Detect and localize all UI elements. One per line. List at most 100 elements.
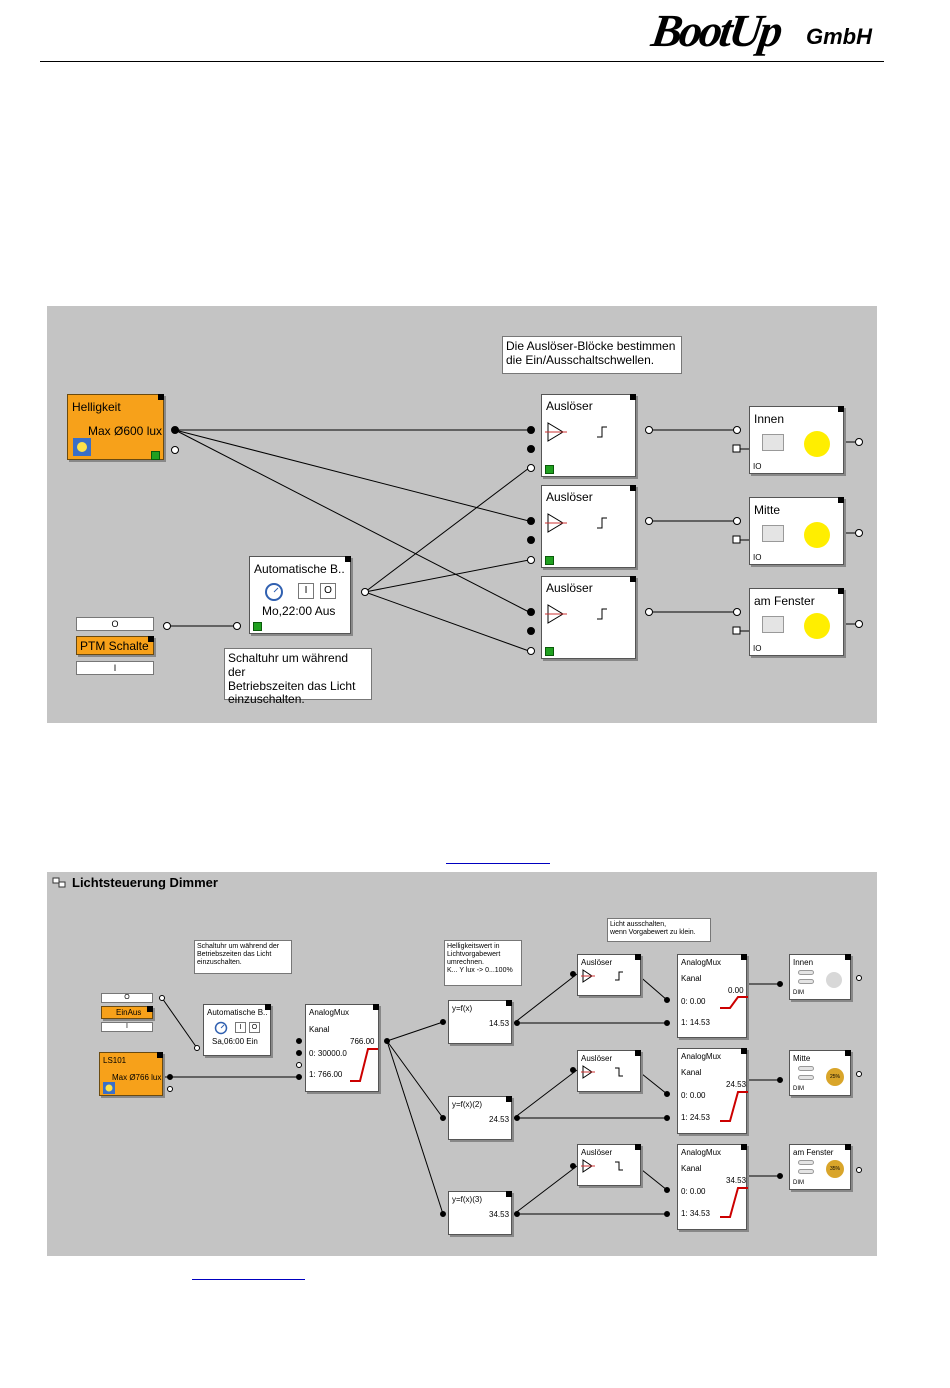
note-switch-off: Licht ausschalten, wenn Vorgabewert zu k… xyxy=(607,918,711,942)
dim-tag: DIM xyxy=(793,1086,804,1092)
block-title: am Fenster xyxy=(793,1148,834,1157)
status-ok-icon xyxy=(545,556,554,565)
block-corner xyxy=(741,1048,747,1054)
block-corner xyxy=(635,1050,641,1056)
switch-off-button[interactable]: O xyxy=(101,993,153,1003)
toggle-button[interactable] xyxy=(762,434,784,451)
dim-down-button[interactable] xyxy=(798,1169,814,1174)
note-line: Lichtvorgabewert xyxy=(447,951,501,959)
block-corner xyxy=(630,394,636,400)
block-corner xyxy=(635,954,641,960)
note-brightness: Helligkeitswert in Lichtvorgabewert umre… xyxy=(444,940,522,986)
dimmer-block-innen[interactable]: Innen DIM xyxy=(789,954,851,1000)
trigger-block-1[interactable]: Auslöser xyxy=(577,954,641,996)
block-corner xyxy=(845,1144,851,1150)
note-line: Helligkeitswert in xyxy=(447,943,500,950)
block-title: Auslöser xyxy=(546,490,593,504)
block-corner xyxy=(373,1004,379,1010)
brightness-value: Max Ø766 lux xyxy=(112,1073,162,1082)
timer-block[interactable]: Automatische B.. I O Sa,06:00 Ein xyxy=(203,1004,271,1056)
lamp-block-mitte[interactable]: Mitte IO xyxy=(749,497,844,565)
analog-mux-block-1[interactable]: AnalogMux Kanal 0.00 0: 0.00 1: 14.53 xyxy=(677,954,748,1038)
dim-down-button[interactable] xyxy=(798,1075,814,1080)
analog-mux-block-main[interactable]: AnalogMux Kanal 766.00 0: 30000.0 1: 766… xyxy=(305,1004,379,1092)
timer-on-button[interactable]: I xyxy=(298,583,314,599)
timer-off-button[interactable]: O xyxy=(249,1022,260,1033)
ls101-sensor-block[interactable]: LS101 Max Ø766 lux xyxy=(99,1052,163,1096)
block-corner xyxy=(345,556,351,562)
toggle-button[interactable] xyxy=(762,616,784,633)
analog-mux-block-3[interactable]: AnalogMux Kanal 34.53 0: 0.00 1: 34.53 xyxy=(677,1144,748,1230)
note-line: einzuschalten. xyxy=(197,959,242,967)
switch-on-button[interactable]: I xyxy=(101,1022,153,1032)
lamp-off-icon xyxy=(826,972,842,988)
block-title: EinAus xyxy=(116,1008,142,1017)
block-title: Automatische B.. xyxy=(254,562,345,576)
timer-block[interactable]: Automatische B.. I O Mo,22:00 Aus xyxy=(249,556,351,634)
note-line: K... Y lux -> 0...100% xyxy=(447,967,513,975)
block-corner xyxy=(630,485,636,491)
analog-mux-block-2[interactable]: AnalogMux Kanal 24.53 0: 0.00 1: 24.53 xyxy=(677,1048,748,1134)
timer-on-button[interactable]: I xyxy=(235,1022,246,1033)
mux-route-icon xyxy=(720,996,748,1009)
ptm-switch-block[interactable]: PTM Schalte xyxy=(76,636,154,655)
trigger-block-3[interactable]: Auslöser xyxy=(541,576,636,659)
brightness-sensor-block[interactable]: Helligkeit Max Ø600 lux xyxy=(67,394,164,460)
dimmer-block-mitte[interactable]: Mitte 25% DIM xyxy=(789,1050,851,1096)
block-title: AnalogMux xyxy=(309,1008,350,1017)
mux-input-0: 0: 0.00 xyxy=(681,1091,706,1100)
note-line: Schaltuhr um während der xyxy=(197,943,280,950)
trigger-block-2[interactable]: Auslöser xyxy=(577,1050,641,1092)
einaus-switch-block[interactable]: EinAus xyxy=(101,1006,153,1019)
logo-main-text: BootUp xyxy=(648,5,784,56)
block-corner xyxy=(630,576,636,582)
block-title: Mitte xyxy=(793,1054,811,1063)
function-block-2[interactable]: y=f(x)(2) 24.53 xyxy=(448,1096,512,1140)
function-block-3[interactable]: y=f(x)(3) 34.53 xyxy=(448,1191,512,1235)
block-title: Innen xyxy=(793,958,814,967)
clock-icon xyxy=(214,1021,228,1035)
switch-off-button[interactable]: O xyxy=(76,617,154,631)
hyperlink-underline[interactable] xyxy=(192,1279,305,1280)
block-title: Helligkeit xyxy=(72,400,121,414)
diagram-icon xyxy=(52,877,66,888)
switch-on-button[interactable]: I xyxy=(76,661,154,675)
dimmer-block-am-fenster[interactable]: am Fenster 35% DIM xyxy=(789,1144,851,1190)
comparator-icon xyxy=(581,1159,623,1173)
mux-output-value: 24.53 xyxy=(726,1080,747,1089)
dim-up-button[interactable] xyxy=(798,1066,814,1071)
timer-value: Mo,22:00 Aus xyxy=(262,604,336,618)
trigger-block-1[interactable]: Auslöser xyxy=(541,394,636,477)
brightness-value: Max Ø600 lux xyxy=(88,424,163,438)
block-title: y=f(x) xyxy=(452,1004,473,1013)
status-ok-icon xyxy=(545,647,554,656)
timer-off-button[interactable]: O xyxy=(320,583,336,599)
comparator-icon xyxy=(545,422,607,442)
block-title: Innen xyxy=(754,412,785,426)
diagram1-wires xyxy=(163,426,863,655)
block-title: AnalogMux xyxy=(681,1052,722,1061)
lamp-on-icon xyxy=(804,431,830,457)
function-block-1[interactable]: y=f(x) 14.53 xyxy=(448,1000,512,1044)
note-line: Betriebszeiten das Licht xyxy=(228,678,356,693)
block-title: LS101 xyxy=(103,1056,127,1065)
io-tag: IO xyxy=(753,644,762,653)
io-tag: IO xyxy=(753,462,762,471)
hyperlink-underline[interactable] xyxy=(446,863,550,864)
block-corner xyxy=(506,1000,512,1006)
trigger-block-2[interactable]: Auslöser xyxy=(541,485,636,568)
block-corner xyxy=(157,1052,163,1058)
toggle-button[interactable] xyxy=(762,525,784,542)
trigger-block-3[interactable]: Auslöser xyxy=(577,1144,641,1186)
block-title: Auslöser xyxy=(546,581,593,595)
lamp-block-innen[interactable]: Innen IO xyxy=(749,406,844,474)
dim-up-button[interactable] xyxy=(798,1160,814,1165)
diagram2-wires xyxy=(159,971,862,1217)
dim-up-button[interactable] xyxy=(798,970,814,975)
dim-down-button[interactable] xyxy=(798,979,814,984)
dim-tag: DIM xyxy=(793,1180,804,1186)
lamp-block-am-fenster[interactable]: am Fenster IO xyxy=(749,588,844,656)
status-ok-icon xyxy=(151,451,160,460)
block-corner xyxy=(741,954,747,960)
block-title: y=f(x)(3) xyxy=(452,1195,482,1204)
